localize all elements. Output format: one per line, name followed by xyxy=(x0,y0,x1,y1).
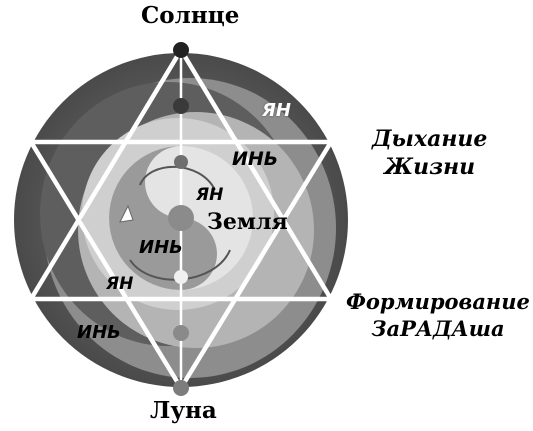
node-mid-upper xyxy=(174,155,188,169)
label-formation: Формирование ЗаРАДАша xyxy=(346,288,530,342)
label-breath-line1: Дыхание xyxy=(372,126,488,152)
node-earth xyxy=(168,205,194,231)
yinyang-swirl xyxy=(139,165,216,191)
label-earth: Земля xyxy=(207,209,288,235)
triangle-down xyxy=(26,139,336,393)
triangle-up xyxy=(27,45,335,302)
label-formation-line1: Формирование xyxy=(346,289,530,314)
label-yan-lower: ЯН xyxy=(106,274,134,294)
arrow-icon xyxy=(119,204,134,223)
label-yin-middle: ИНЬ xyxy=(139,237,183,258)
node-sun xyxy=(173,42,189,58)
label-moon: Луна xyxy=(150,397,217,424)
label-yin-lower: ИНЬ xyxy=(77,322,121,343)
label-yin-top: ИНЬ xyxy=(232,148,279,170)
node-lower xyxy=(173,325,189,341)
label-yan-middle: ЯН xyxy=(196,185,224,205)
yinyang-dark-half xyxy=(109,146,217,290)
label-breath-line2: Жизни xyxy=(384,154,476,180)
node-upper xyxy=(173,98,189,114)
label-breath-of-life: Дыхание Жизни xyxy=(372,125,487,181)
label-yan-top: ЯН xyxy=(262,100,291,121)
node-mid-lower xyxy=(174,270,188,284)
node-moon xyxy=(173,380,189,396)
label-sun: Солнце xyxy=(141,2,240,29)
label-formation-line2: ЗаРАДАша xyxy=(371,316,505,341)
